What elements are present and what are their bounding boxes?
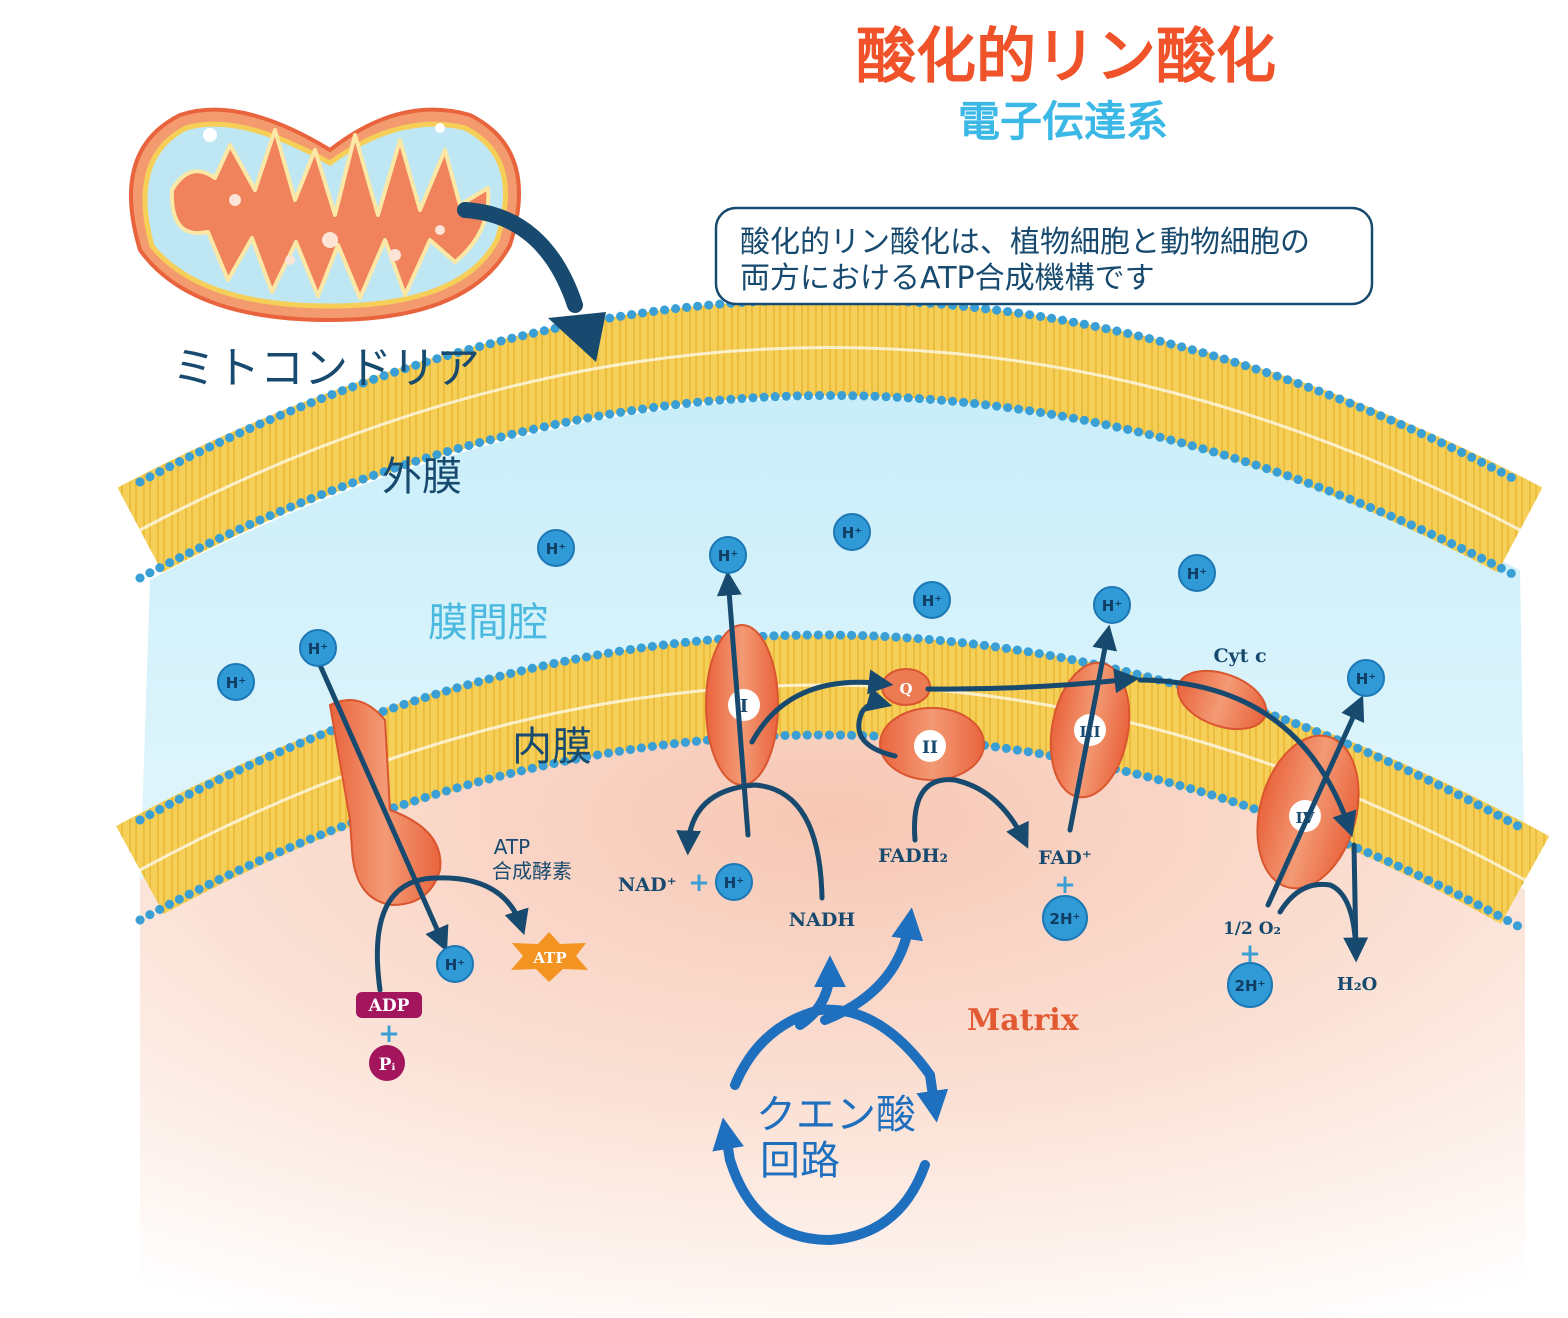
proton-ims-6-label: H⁺ — [1187, 565, 1207, 583]
description-line-1: 酸化的リン酸化は、植物細胞と動物細胞の — [740, 225, 1310, 260]
complex-ii-label: II — [922, 738, 938, 758]
pi-label: Pᵢ — [379, 1055, 396, 1075]
proton-ims-3: H⁺ — [833, 513, 871, 551]
citric-acid-cycle — [712, 907, 949, 1246]
pi-badge — [369, 1045, 405, 1081]
h2o-label: H₂O — [1337, 974, 1378, 995]
proton-ims-8: H⁺ — [217, 663, 255, 701]
citric-acid-label-1: クエン酸 — [756, 1092, 916, 1138]
citric-acid-label-2: 回路 — [760, 1138, 840, 1184]
complex-i-label: I — [740, 696, 748, 717]
proton-matrix-atp: H⁺ — [436, 945, 474, 983]
proton-ims-4-label: H⁺ — [922, 592, 942, 610]
proton-ims-2: H⁺ — [709, 536, 747, 574]
proton-matrix-atp-label: H⁺ — [445, 956, 465, 974]
proton-ims-3-label: H⁺ — [842, 524, 862, 542]
pathway-arrows — [317, 570, 1369, 993]
coenzyme-q-label: Q — [899, 680, 912, 698]
proton-ims-6: H⁺ — [1178, 554, 1216, 592]
cytochrome-c-label: Cyt c — [1213, 645, 1266, 667]
atp-label: ATP — [532, 949, 566, 967]
proton-ims-1: H⁺ — [537, 529, 575, 567]
proton-matrix-fad: 2H⁺ — [1042, 895, 1088, 941]
atp-synthase-label-1: ATP — [494, 835, 530, 859]
proton-ims-9-label: H⁺ — [308, 640, 328, 658]
proton-ims-5: H⁺ — [1093, 586, 1131, 624]
proton-matrix-o2: 2H⁺ — [1227, 962, 1273, 1008]
proton-ims-4: H⁺ — [913, 581, 951, 619]
adp-plus-sign: + — [378, 1019, 400, 1049]
proton-ims-9: H⁺ — [299, 629, 337, 667]
description-line-2: 両方におけるATP合成機構です — [740, 261, 1155, 296]
o2-plus-sign: + — [1239, 939, 1261, 969]
adp-label: ADP — [368, 996, 410, 1016]
proton-ims-1-label: H⁺ — [546, 540, 566, 558]
matrix-label: Matrix — [967, 1003, 1080, 1038]
adp-badge — [356, 992, 422, 1018]
inner-membrane-label: 内膜 — [512, 724, 592, 770]
nadh-label: NADH — [789, 909, 856, 931]
proton-ims-7: H⁺ — [1347, 659, 1385, 697]
half-o2-label: 1/2 O₂ — [1223, 919, 1281, 939]
proton-ims-7-label: H⁺ — [1356, 670, 1376, 688]
nad-plus-sign: + — [688, 868, 710, 898]
mitochondria-label: ミトコンドリア — [172, 343, 480, 394]
page-subtitle: 電子伝達系 — [958, 97, 1168, 146]
nad-plus-label: NAD⁺ — [618, 874, 677, 896]
zoom-arrow — [457, 202, 583, 313]
intermembrane-space-label: 膜間腔 — [428, 600, 548, 646]
proton-matrix-fad-label: 2H⁺ — [1050, 910, 1081, 928]
proton-ims-2-label: H⁺ — [718, 547, 738, 565]
proton-ims-8-label: H⁺ — [226, 674, 246, 692]
atp-star — [511, 932, 588, 982]
proton-matrix-nad: H⁺ — [715, 863, 753, 901]
fad-plus-sign: + — [1054, 870, 1076, 900]
fadh2-label: FADH₂ — [878, 845, 948, 867]
page-title: 酸化的リン酸化 — [856, 22, 1276, 92]
proton-ims-5-label: H⁺ — [1102, 597, 1122, 615]
fad-plus-label: FAD⁺ — [1038, 847, 1092, 869]
proton-matrix-o2-label: 2H⁺ — [1235, 977, 1266, 995]
protons: H⁺ H⁺ H⁺ H⁺ H⁺ H⁺ H⁺ H⁺ H⁺ H⁺ H⁺ 2H⁺ 2H⁺ — [217, 513, 1385, 1008]
outer-membrane-label: 外膜 — [382, 454, 462, 500]
zoom-arrowhead — [548, 312, 606, 362]
description-box: 酸化的リン酸化は、植物細胞と動物細胞の 両方におけるATP合成機構です — [714, 206, 1374, 306]
mitochondrion-icon — [129, 107, 521, 323]
atp-synthase-label-2: 合成酵素 — [492, 859, 572, 883]
proton-matrix-nad-label: H⁺ — [724, 874, 744, 892]
